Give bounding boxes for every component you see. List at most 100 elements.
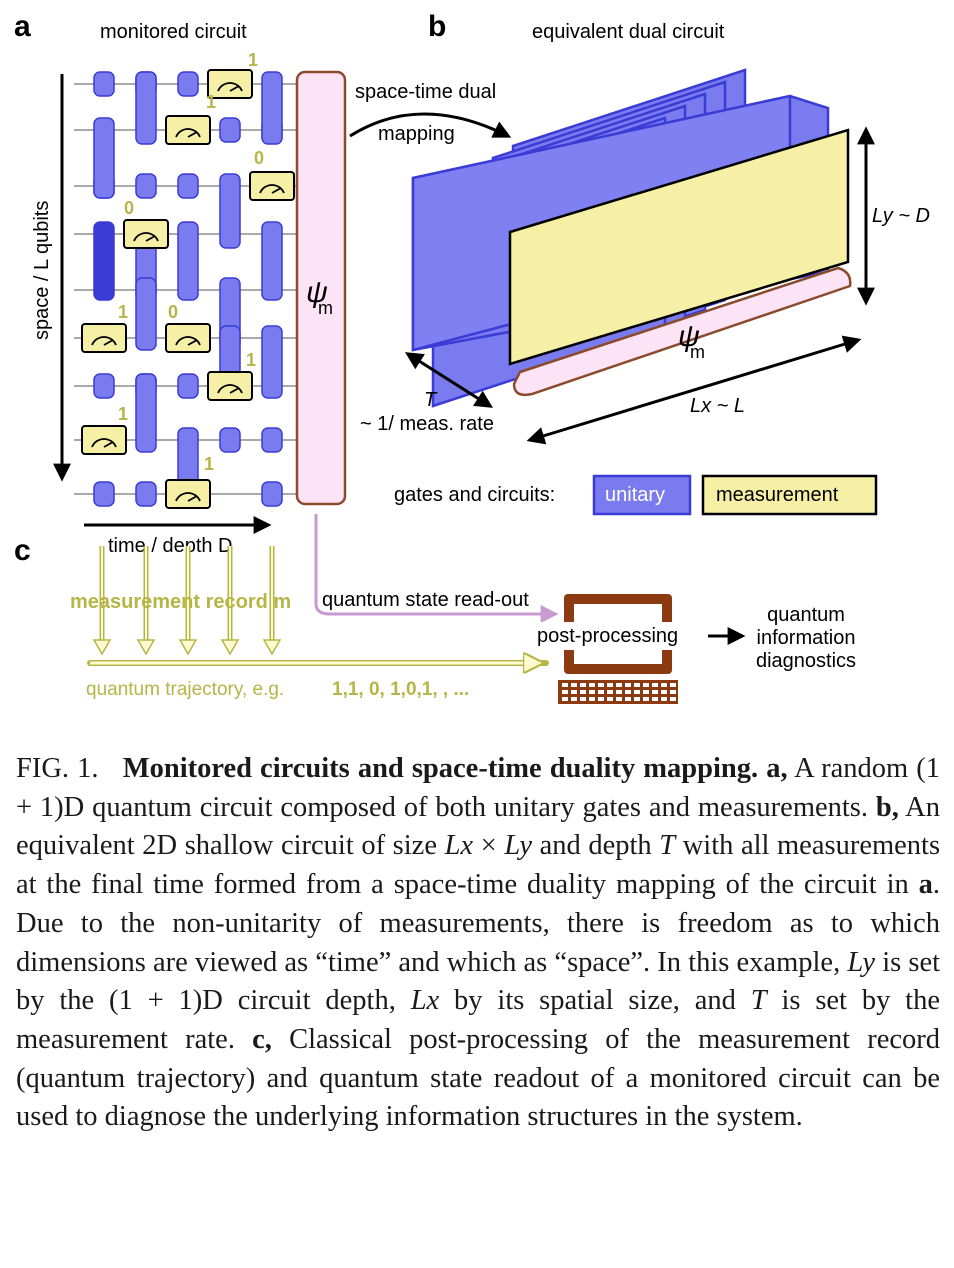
keyboard-key	[616, 683, 622, 687]
keyboard-key	[670, 690, 676, 694]
caption-times: ×	[480, 830, 497, 862]
caption-a-label: a,	[766, 753, 788, 784]
measurement-gate: 1	[81, 302, 128, 353]
t-note: ~ 1/ meas. rate	[360, 413, 494, 435]
diagnostics-line2: information	[757, 627, 856, 649]
space-axis-label: space / L qubits	[31, 201, 53, 340]
legend-measurement-swatch	[701, 474, 878, 516]
keyboard-key	[589, 690, 595, 694]
lx-label: Lx ~ L	[690, 395, 745, 417]
keyboard-key	[625, 683, 631, 687]
keyboard-key	[661, 690, 667, 694]
diagnostics-line3: diagnostics	[756, 650, 856, 672]
legend-title: gates and circuits:	[394, 484, 555, 506]
keyboard-key	[562, 683, 568, 687]
keyboard-key	[634, 683, 640, 687]
caption-fig-number: FIG. 1.	[16, 753, 99, 784]
measurement-gate: 1	[81, 404, 128, 455]
keyboard-key	[643, 690, 649, 694]
measurement-outcome: 1	[206, 92, 216, 112]
keyboard-key	[607, 683, 613, 687]
keyboard-key	[589, 683, 595, 687]
measurement-outcome: 1	[118, 404, 128, 424]
trajectory-values: 1,1, 0, 1,0,1, , ...	[332, 679, 469, 700]
measurement-gate: 1	[165, 92, 216, 145]
panel-a-label: a	[14, 10, 31, 43]
keyboard-key	[643, 697, 649, 701]
record-arrow-head	[262, 639, 282, 656]
dual-circuit-layers	[411, 68, 852, 408]
unitary-gate	[93, 117, 115, 199]
mapping-label-line2: mapping	[378, 123, 455, 145]
mapping-label-line1: space-time dual	[355, 81, 496, 103]
legend-unitary-label: unitary	[605, 484, 665, 506]
measurement-outcome: 0	[254, 148, 264, 168]
keyboard-key	[634, 697, 640, 701]
post-processing-label: post-processing	[537, 625, 678, 647]
measurement-gate: 0	[165, 302, 211, 353]
caption-b-text3: with all measurements at the final time …	[16, 830, 941, 901]
measurement-record-label: measurement record m	[70, 591, 291, 613]
keyboard-key	[562, 697, 568, 701]
measurement-outcome: 1	[248, 50, 258, 70]
unitary-gate	[135, 373, 157, 453]
keyboard-key	[652, 690, 658, 694]
caption-ly-2: Ly	[847, 946, 876, 978]
keyboard-key	[652, 683, 658, 687]
measurement-gate: 0	[249, 148, 295, 201]
measurement-outcome: 1	[118, 302, 128, 322]
caption-b-text1: An equivalent 2D shallow circuit of size	[16, 791, 941, 862]
unitary-gate	[261, 481, 283, 507]
keyboard-key	[661, 697, 667, 701]
state-psi-symbol: ψ	[306, 276, 328, 309]
keyboard-key	[607, 697, 613, 701]
caption-ref-a: a	[918, 869, 933, 901]
state-psi-m-box	[295, 70, 347, 506]
unitary-gate	[177, 173, 199, 199]
unitary-gate	[135, 71, 157, 145]
keyboard-key	[634, 690, 640, 694]
keyboard-key	[580, 683, 586, 687]
keyboard-key	[616, 697, 622, 701]
unitary-gate	[177, 221, 199, 301]
unitary-gate	[261, 427, 283, 453]
caption-lx: Lx	[444, 830, 474, 862]
keyboard-key	[625, 690, 631, 694]
trajectory-prefix: quantum trajectory, e.g.	[86, 679, 284, 700]
caption-b-label: b,	[875, 791, 899, 823]
record-arrow-head	[220, 639, 240, 656]
panel-b-label: b	[428, 10, 446, 43]
readout-arrow	[314, 514, 559, 623]
legend-unitary-swatch	[592, 474, 692, 516]
caption-b-text5: is set by the (1 + 1)D circuit depth,	[16, 946, 941, 1017]
t-label: T	[424, 389, 438, 411]
caption-b-text6: by its spatial size, and	[454, 985, 736, 1017]
keyboard-key	[625, 697, 631, 701]
measurement-layer	[508, 128, 850, 366]
measurement-gate: 1	[207, 350, 256, 401]
figure-caption: FIG. 1. Monitored circuits and space-tim…	[16, 750, 940, 1137]
unitary-gate	[93, 221, 115, 301]
measurement-gate: 0	[123, 198, 169, 249]
keyboard-key	[598, 697, 604, 701]
unitary-gate	[177, 71, 199, 97]
keyboard-key	[580, 690, 586, 694]
unitary-gate	[93, 481, 115, 507]
unitary-gate	[177, 373, 199, 399]
keyboard-key	[571, 697, 577, 701]
unitary-gate	[219, 173, 241, 249]
keyboard-key	[589, 697, 595, 701]
caption-b-text2: and depth	[539, 830, 652, 862]
unitary-gate	[261, 325, 283, 399]
unitary-gate	[135, 173, 157, 199]
keyboard-key	[571, 690, 577, 694]
caption-t-2: T	[750, 985, 767, 1017]
panel-a-title: monitored circuit	[100, 21, 247, 43]
record-arrow-head	[178, 639, 198, 656]
caption-t: T	[659, 830, 676, 862]
caption-b-text4: . Due to the non-unitarity of measuremen…	[16, 869, 941, 978]
unitary-gate	[219, 427, 241, 453]
keyboard-key	[571, 683, 577, 687]
unitary-gate	[93, 373, 115, 399]
